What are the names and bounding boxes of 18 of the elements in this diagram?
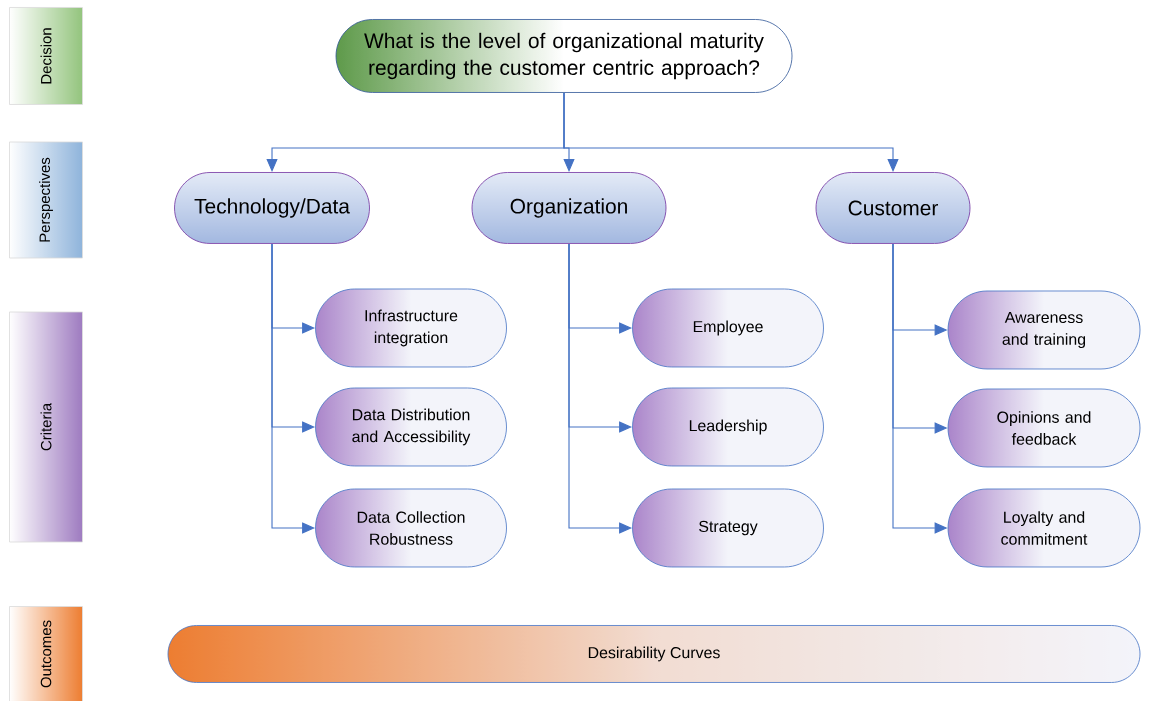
stage-label: Decision	[9, 7, 83, 105]
stage-label: Perspectives	[9, 141, 83, 259]
perspective-box: Customer	[815, 172, 971, 244]
criterion-box: Employee	[632, 288, 824, 368]
perspective-box: Technology/Data	[174, 172, 370, 244]
criterion-box: Data Distribution and Accessibility	[315, 387, 507, 467]
outcome-bar: Desirability Curves	[167, 625, 1141, 683]
criterion-box: Infrastructure integration	[315, 288, 507, 368]
criterion-box: Leadership	[632, 387, 824, 467]
stage-label: Outcomes	[9, 606, 83, 701]
criterion-box: Strategy	[632, 488, 824, 568]
stage-label: Criteria	[9, 311, 83, 543]
criterion-box: Awareness and training	[947, 290, 1141, 370]
criterion-box: Opinions and feedback	[947, 388, 1141, 468]
criterion-box: Loyalty and commitment	[947, 488, 1141, 568]
perspective-box: Organization	[471, 172, 667, 244]
decision-box: What is the level of organizational maturity regarding the customer centric approach?	[335, 19, 793, 93]
criterion-box: Data Collection Robustness	[315, 488, 507, 568]
